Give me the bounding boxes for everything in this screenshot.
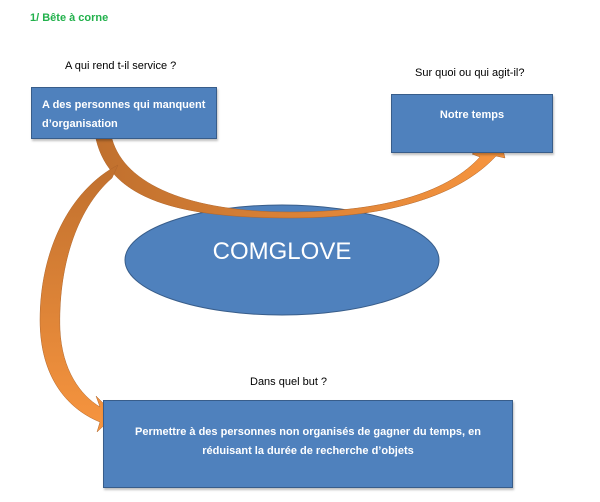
arrow-to-why	[39, 164, 119, 433]
question-why: Dans quel but ?	[250, 376, 328, 388]
question-who: A qui rend t-il service ?	[65, 60, 177, 72]
box-what: Notre temps	[391, 94, 553, 153]
product-ellipse	[124, 204, 440, 316]
product-name: COMGLOVE	[212, 238, 352, 265]
box-why: Permettre à des personnes non organisés …	[103, 400, 513, 488]
section-title: 1/ Bête à corne	[30, 12, 109, 24]
box-who: A des personnes qui manquent d’organisat…	[31, 87, 217, 139]
question-what: Sur quoi ou qui agit-il?	[415, 67, 525, 79]
